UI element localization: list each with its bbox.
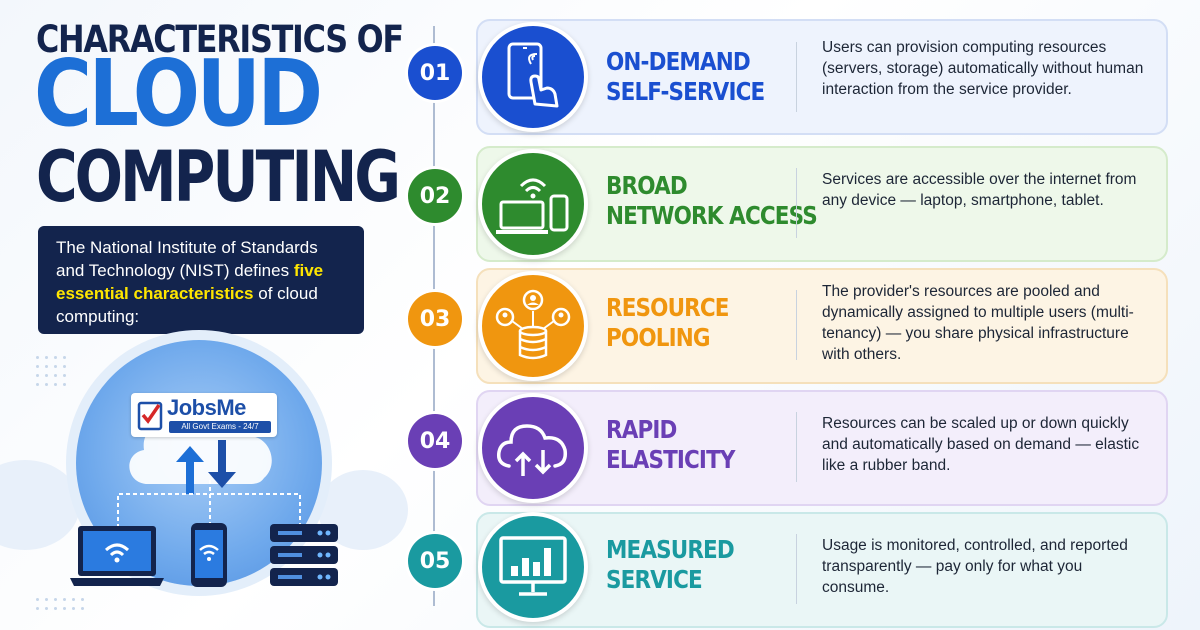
title-line-1: CHARACTERISTICS OF: [36, 18, 404, 61]
card-resource-pooling: [476, 268, 1168, 384]
number-badge-05: 05: [408, 534, 462, 588]
card-title-03: RESOURCE POOLING: [606, 293, 729, 353]
database-users-icon: [495, 289, 571, 360]
smartphone-wifi-icon: [191, 523, 227, 587]
title-line-3: COMPUTING: [36, 136, 401, 218]
server-rack-icon: [270, 524, 338, 586]
icon-circle-05: [478, 512, 588, 622]
icon-circle-03: [478, 271, 588, 381]
intro-highlight: five essential characteristics: [56, 261, 324, 303]
check-book-icon: [137, 401, 163, 431]
intro-text-2: of cloud computing:: [56, 284, 318, 326]
card-divider-04: [796, 412, 797, 482]
card-broad-network-access: [476, 146, 1168, 262]
card-title-05-line1: MEASURED: [606, 535, 735, 564]
monitor-chart-icon: [499, 536, 567, 596]
card-divider-02: [796, 168, 797, 238]
card-title-03-line2: POOLING: [606, 323, 711, 352]
card-on-demand-self-service: [476, 19, 1168, 135]
card-title-01-line1: ON-DEMAND: [606, 47, 751, 76]
card-description-04: Resources can be scaled up or down quick…: [822, 415, 1140, 474]
title-line-2: CLOUD: [34, 40, 323, 147]
card-title-03-line1: RESOURCE: [606, 293, 729, 322]
card-title-04-line2: ELASTICITY: [606, 445, 735, 474]
card-title-04: RAPID ELASTICITY: [606, 415, 735, 475]
icon-circle-01: [478, 22, 588, 132]
number-badge-01: 01: [408, 46, 462, 100]
nist-definition-box: The National Institute of Standards and …: [38, 226, 364, 334]
logo-tagline: All Govt Exams - 24/7: [169, 421, 271, 433]
intro-text-1: The National Institute of Standards and …: [56, 238, 318, 280]
card-rapid-elasticity: [476, 390, 1168, 506]
icon-circle-04: [478, 393, 588, 503]
card-title-01-line2: SELF-SERVICE: [606, 77, 765, 106]
card-title-02-line1: BROAD: [606, 171, 688, 200]
card-description-02: Services are accessible over the interne…: [822, 171, 1137, 209]
number-badge-02: 02: [408, 169, 462, 223]
dots-decoration-bottom: [36, 598, 84, 610]
network-connector-lines: [117, 480, 301, 528]
number-badge-03: 03: [408, 292, 462, 346]
icon-circle-02: [478, 149, 588, 259]
card-title-04-line1: RAPID: [606, 415, 677, 444]
jobsme-logo: JobsMe All Govt Exams - 24/7: [131, 393, 277, 437]
left-panel: CHARACTERISTICS OF CLOUD COMPUTING The N…: [0, 0, 408, 630]
dots-decoration-top: [36, 356, 66, 386]
cloud-scale-icon: [496, 424, 568, 476]
touch-phone-icon: [507, 42, 559, 108]
card-divider-03: [796, 290, 797, 360]
card-divider-01: [796, 42, 797, 112]
card-title-05: MEASURED SERVICE: [606, 535, 735, 595]
card-divider-05: [796, 534, 797, 604]
card-title-05-line2: SERVICE: [606, 565, 703, 594]
card-description-05: Usage is monitored, controlled, and repo…: [822, 537, 1128, 596]
card-title-01: ON-DEMAND SELF-SERVICE: [606, 47, 765, 107]
card-title-02: BROAD NETWORK ACCESS: [606, 171, 818, 231]
card-measured-service: [476, 512, 1168, 628]
card-description-01: Users can provision computing resources …: [822, 39, 1144, 98]
devices-wifi-icon: [496, 178, 569, 234]
number-badge-04: 04: [408, 414, 462, 468]
logo-name: JobsMe: [167, 395, 246, 420]
card-description-03: The provider's resources are pooled and …: [822, 283, 1134, 363]
laptop-wifi-icon: [70, 526, 164, 586]
card-title-02-line2: NETWORK ACCESS: [606, 201, 818, 230]
